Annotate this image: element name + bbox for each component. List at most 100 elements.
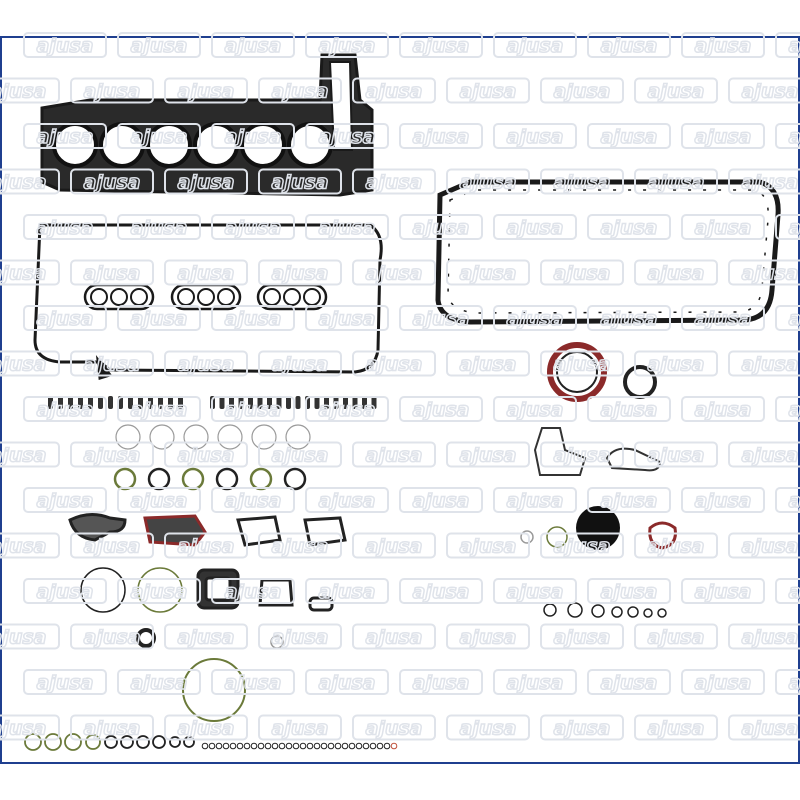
- bolt: [305, 396, 310, 409]
- o-ring: [149, 424, 175, 450]
- watermark-tile: ajusa: [540, 259, 624, 286]
- svg-text:ajusa: ajusa: [507, 217, 564, 239]
- o-ring: [183, 736, 195, 748]
- bolt: [324, 396, 329, 409]
- bolt: [219, 396, 225, 409]
- watermark-tile: ajusa: [493, 396, 577, 422]
- svg-text:ajusa: ajusa: [601, 672, 658, 694]
- svg-text:ajusa: ajusa: [131, 672, 188, 694]
- bolt: [48, 396, 53, 409]
- watermark-tile: ajusa: [117, 487, 201, 513]
- cylinder-bore: [287, 122, 333, 168]
- o-ring: [104, 735, 118, 749]
- o-ring: [44, 733, 62, 751]
- o-ring: [520, 530, 534, 544]
- svg-text:ajusa: ajusa: [366, 627, 423, 649]
- o-ring: [264, 742, 272, 750]
- watermark-tile: ajusa: [728, 259, 800, 286]
- svg-text:ajusa: ajusa: [601, 217, 658, 239]
- svg-text:ajusa: ajusa: [178, 627, 235, 649]
- o-ring-large: [182, 658, 246, 722]
- watermark-tile: ajusa: [352, 532, 436, 559]
- watermark-tile: ajusa: [493, 669, 577, 695]
- bolt: [168, 396, 173, 409]
- o-ring: [383, 742, 391, 750]
- o-ring-large: [80, 567, 126, 613]
- bolt: [68, 396, 73, 409]
- svg-text:ajusa: ajusa: [131, 308, 188, 330]
- watermark-tile: ajusa: [0, 623, 60, 650]
- watermark-tile: ajusa: [446, 532, 530, 559]
- watermark-tile: ajusa: [0, 350, 60, 377]
- bolt: [158, 396, 163, 409]
- svg-text:ajusa: ajusa: [37, 308, 94, 330]
- svg-text:ajusa: ajusa: [695, 35, 752, 57]
- watermark-tile: ajusa: [634, 441, 718, 468]
- o-ring: [611, 606, 623, 618]
- thermostat-gasket: [648, 521, 677, 550]
- watermark-tile: ajusa: [211, 487, 295, 513]
- o-ring: [250, 742, 258, 750]
- watermark-tile: ajusa: [540, 714, 624, 741]
- svg-text:ajusa: ajusa: [37, 399, 94, 421]
- watermark-tile: ajusa: [0, 532, 60, 559]
- water-pump-gasket: [533, 427, 587, 476]
- bolt: [108, 396, 113, 409]
- svg-text:ajusa: ajusa: [507, 490, 564, 512]
- svg-text:ajusa: ajusa: [601, 35, 658, 57]
- cylinder-bore: [240, 122, 286, 168]
- watermark-tile: ajusa: [634, 259, 718, 286]
- svg-text:ajusa: ajusa: [413, 581, 470, 603]
- watermark-tile: ajusa: [0, 441, 60, 468]
- svg-text:ajusa: ajusa: [366, 263, 423, 285]
- valve-cover-bolts: [48, 396, 377, 409]
- cylinder-bore: [193, 122, 239, 168]
- bolt: [138, 396, 143, 409]
- watermark-tile: ajusa: [305, 305, 389, 331]
- svg-text:ajusa: ajusa: [272, 718, 329, 740]
- o-ring: [201, 742, 209, 750]
- o-ring: [136, 735, 150, 749]
- svg-text:ajusa: ajusa: [460, 81, 517, 103]
- bolt: [333, 396, 339, 409]
- o-ring: [271, 742, 279, 750]
- svg-text:ajusa: ajusa: [695, 672, 752, 694]
- watermark-tile: ajusa: [352, 714, 436, 741]
- watermark-tile: ajusa: [117, 214, 201, 240]
- svg-text:ajusa: ajusa: [84, 263, 141, 285]
- o-ring: [283, 467, 307, 491]
- seal-small: [136, 628, 156, 648]
- watermark-tile: ajusa: [775, 669, 800, 695]
- svg-text:ajusa: ajusa: [0, 627, 47, 649]
- svg-text:ajusa: ajusa: [460, 718, 517, 740]
- svg-text:ajusa: ajusa: [366, 354, 423, 376]
- svg-text:ajusa: ajusa: [695, 399, 752, 421]
- o-ring: [169, 736, 181, 748]
- o-ring-set: [24, 424, 667, 751]
- svg-text:ajusa: ajusa: [460, 536, 517, 558]
- o-ring: [306, 742, 314, 750]
- bolt: [58, 396, 63, 409]
- watermark-tile: ajusa: [399, 487, 483, 513]
- watermark-tile: ajusa: [493, 305, 577, 331]
- o-ring: [355, 742, 363, 750]
- watermark-tile: ajusa: [305, 214, 389, 240]
- watermark-tile: ajusa: [23, 487, 107, 513]
- o-ring: [217, 424, 243, 450]
- watermark-tile: ajusa: [587, 669, 671, 695]
- bolt: [118, 396, 123, 409]
- cylinder-head-gasket: [40, 53, 374, 197]
- svg-text:ajusa: ajusa: [0, 536, 47, 558]
- o-ring: [627, 606, 639, 618]
- svg-text:ajusa: ajusa: [366, 172, 423, 194]
- watermark-tile: ajusa: [587, 305, 671, 331]
- watermark-tile: ajusa: [23, 578, 107, 604]
- svg-text:ajusa: ajusa: [225, 308, 282, 330]
- bolt: [229, 396, 234, 409]
- o-ring: [181, 467, 205, 491]
- watermark-tile: ajusa: [0, 714, 60, 741]
- watermark-tile: ajusa: [634, 350, 718, 377]
- bolt: [128, 396, 133, 409]
- bolt: [276, 396, 282, 409]
